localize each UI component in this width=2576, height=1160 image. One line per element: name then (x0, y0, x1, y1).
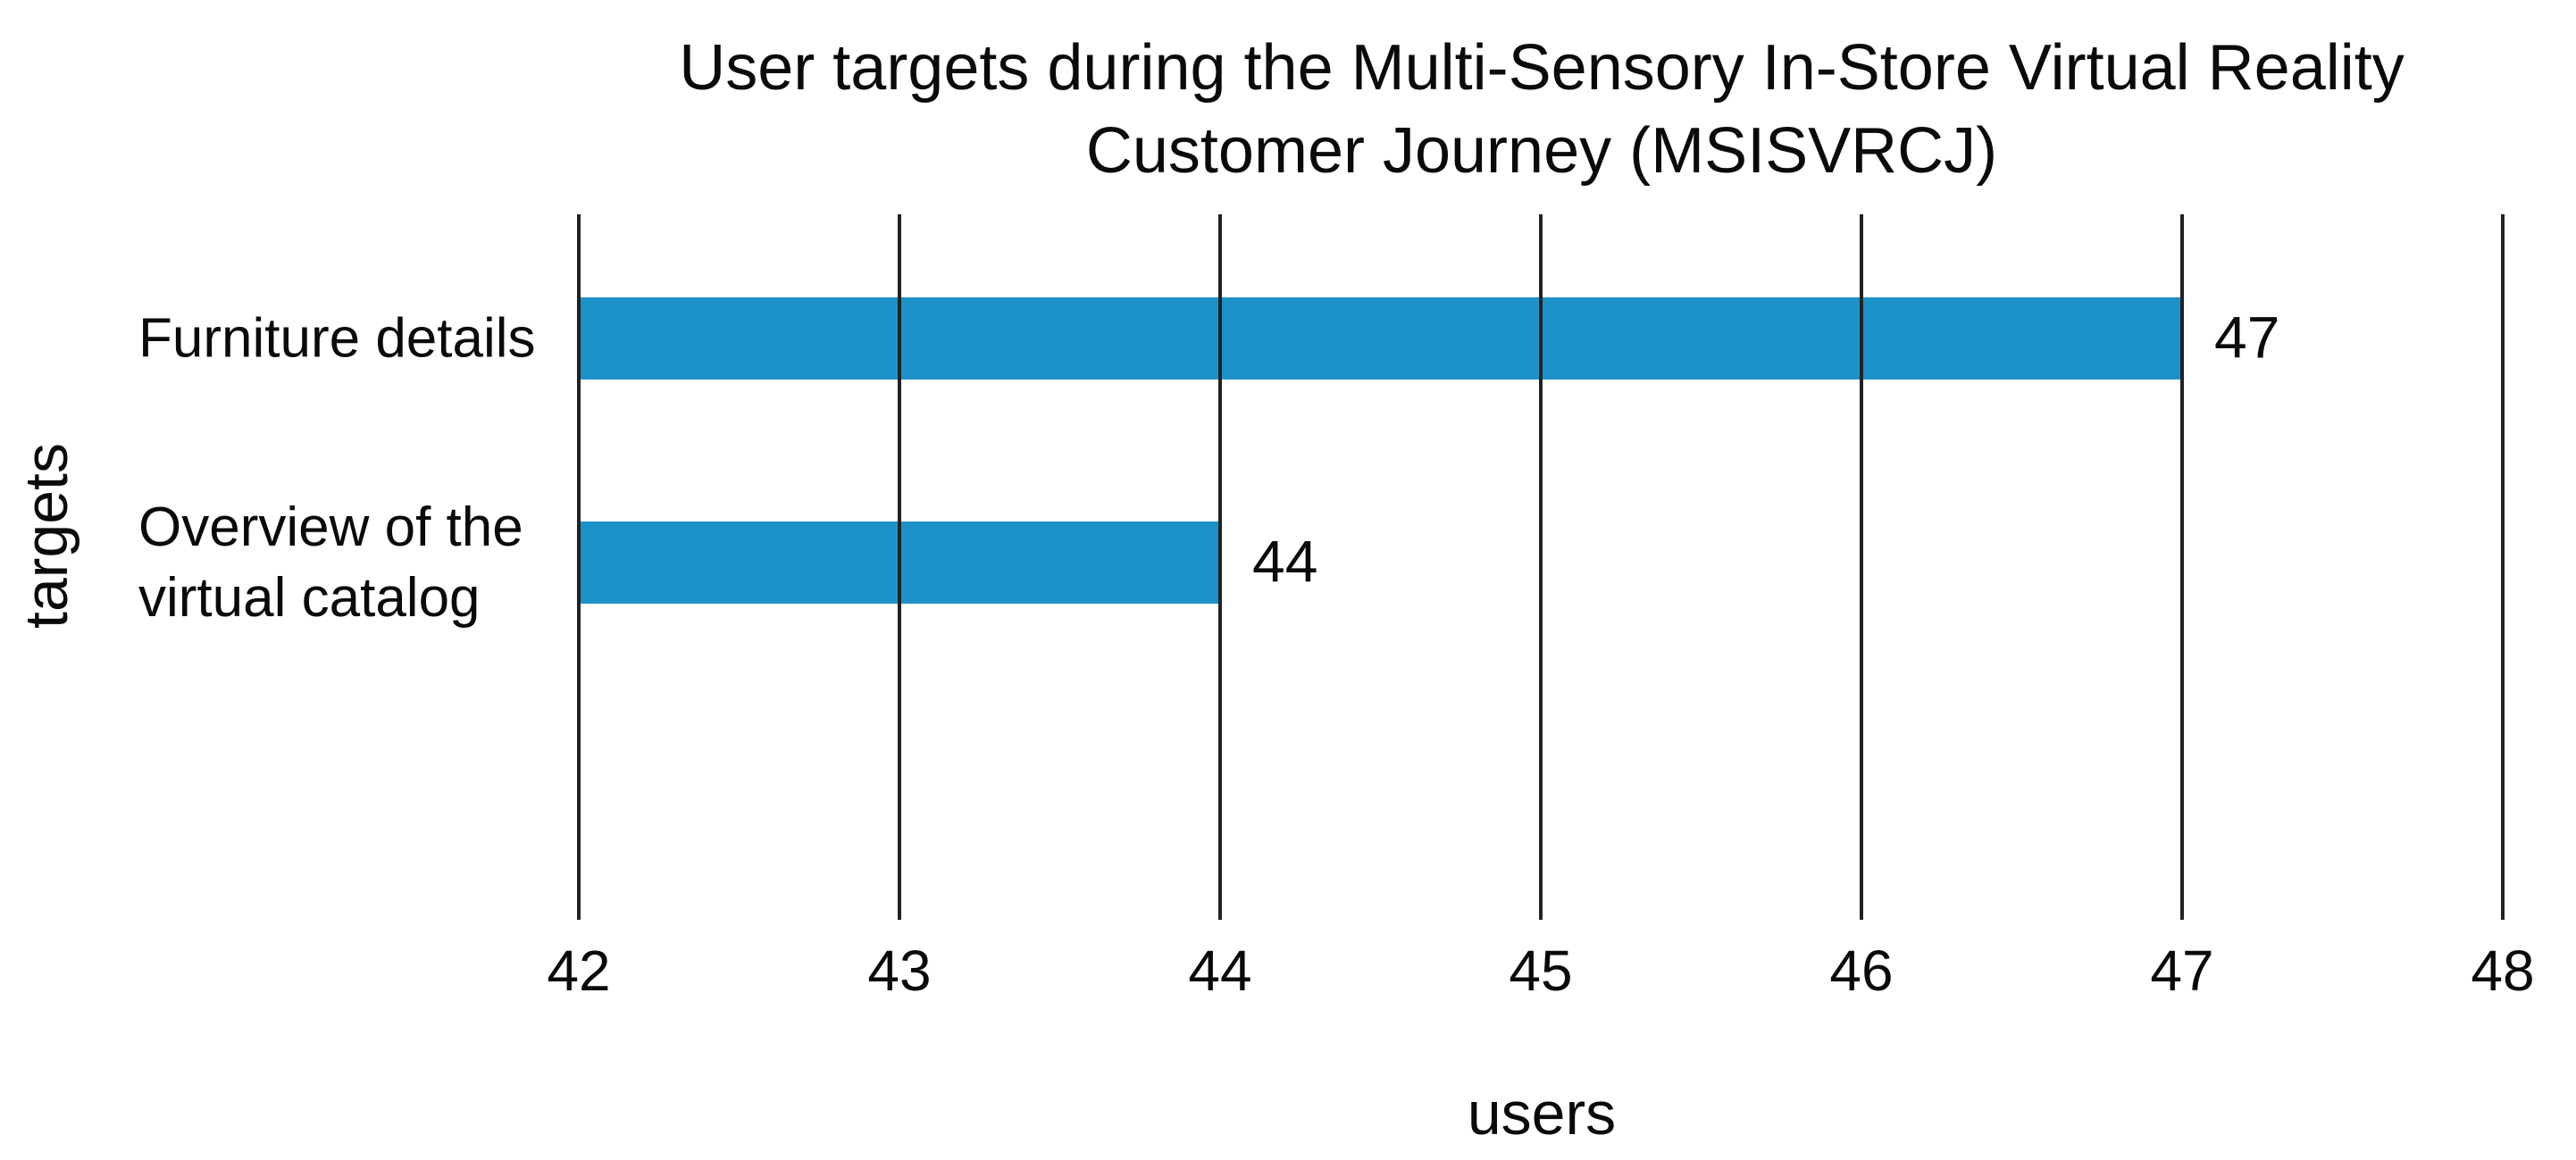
x-tick-label: 42 (547, 939, 611, 1003)
chart-title-line-2: Customer Journey (MSISVRCJ) (1085, 115, 1998, 187)
x-tick-label: 45 (1509, 939, 1573, 1003)
x-tick-label: 43 (867, 939, 932, 1003)
grid-line (898, 214, 901, 920)
x-axis-label: users (1467, 1080, 1617, 1147)
category-label: Overview of the virtual catalog (138, 492, 523, 633)
category-label: Furniture details (138, 304, 536, 374)
grid-line (2180, 214, 2184, 920)
grid-line (577, 214, 581, 920)
category-label-line: virtual catalog (138, 567, 481, 629)
bar-value-label: 44 (1252, 528, 1318, 595)
y-axis-label: targets (13, 443, 80, 629)
grid-line (2501, 214, 2505, 920)
x-tick-label: 48 (2471, 939, 2535, 1003)
grid-line (1539, 214, 1543, 920)
category-label-line: Furniture details (138, 307, 536, 370)
x-tick-label: 44 (1188, 939, 1252, 1003)
grid-line (1860, 214, 1863, 920)
chart-title: User targets during the Multi-Sensory In… (579, 27, 2505, 193)
x-tick-label: 46 (1829, 939, 1894, 1003)
category-label-line: Overview of the (138, 497, 523, 558)
x-tick-label: 47 (2150, 939, 2214, 1003)
grid-line (1218, 214, 1222, 920)
bar-value-label: 47 (2214, 304, 2280, 371)
bar (579, 297, 2182, 380)
chart-title-line-1: User targets during the Multi-Sensory In… (679, 32, 2405, 104)
